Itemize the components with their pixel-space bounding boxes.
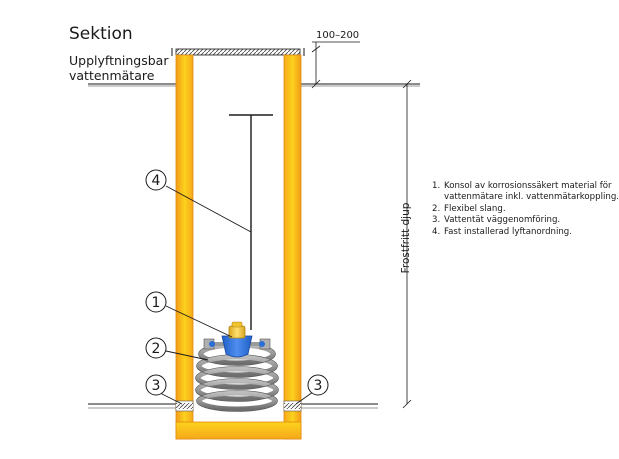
callout-1: 1 [145, 291, 167, 313]
wall-penetration-right [283, 400, 302, 412]
callout-2: 2 [145, 337, 167, 359]
callout-leaders [159, 185, 314, 405]
callout-3-left: 3 [145, 374, 167, 396]
legend-item: 2. Flexibel slang. [432, 204, 619, 215]
subtitle-line-1: Upplyftningsbar [69, 53, 169, 68]
diagram-title: Sektion [69, 24, 133, 44]
legend-item-number: 1. [432, 181, 441, 191]
legend-item-text: Flexibel slang. [444, 203, 506, 214]
legend-item: 3. Vattentät väggenomföring. [432, 215, 619, 226]
pipe-level-ground-line [88, 403, 378, 409]
legend-item-text: Fast installerad lyftanordning. [444, 226, 572, 237]
legend-item: 1. Konsol av korrosionssäkert material f… [432, 181, 619, 204]
ground-surface-line [88, 83, 420, 87]
callout-1-label: 1 [152, 295, 161, 311]
legend-item-number: 4. [432, 226, 441, 237]
callout-4-label: 4 [152, 173, 161, 189]
callout-3-right-label: 3 [314, 378, 323, 394]
well-bottom [175, 421, 302, 440]
callout-4: 4 [145, 169, 167, 191]
lid-thickness-dimension: 100–200 [316, 30, 360, 41]
legend-item: 4. Fast installerad lyftanordning. [432, 227, 619, 238]
legend-item-text: Konsol av korrosionssäkert material för … [444, 181, 619, 203]
diagram-subtitle: Upplyftningsbar vattenmätare [69, 53, 168, 83]
callout-3-right: 3 [307, 374, 329, 396]
callout-3-left-label: 3 [152, 378, 161, 394]
legend-item-number: 3. [432, 215, 441, 226]
legend-item-text: Vattentät väggenomföring. [444, 215, 561, 226]
wall-penetration-left [175, 400, 194, 412]
well-wall-left [175, 54, 194, 440]
legend-item-number: 2. [432, 203, 441, 214]
water-meter [203, 321, 271, 358]
callout-2-label: 2 [152, 341, 161, 357]
lifting-device [229, 114, 273, 330]
frost-depth-dimension [402, 79, 412, 409]
well-wall-right [283, 54, 302, 440]
legend-list: 1. Konsol av korrosionssäkert material f… [432, 181, 619, 238]
lid-dimension-marks [311, 41, 360, 89]
subtitle-line-2: vattenmätare [69, 68, 155, 83]
well-lid [171, 48, 305, 56]
